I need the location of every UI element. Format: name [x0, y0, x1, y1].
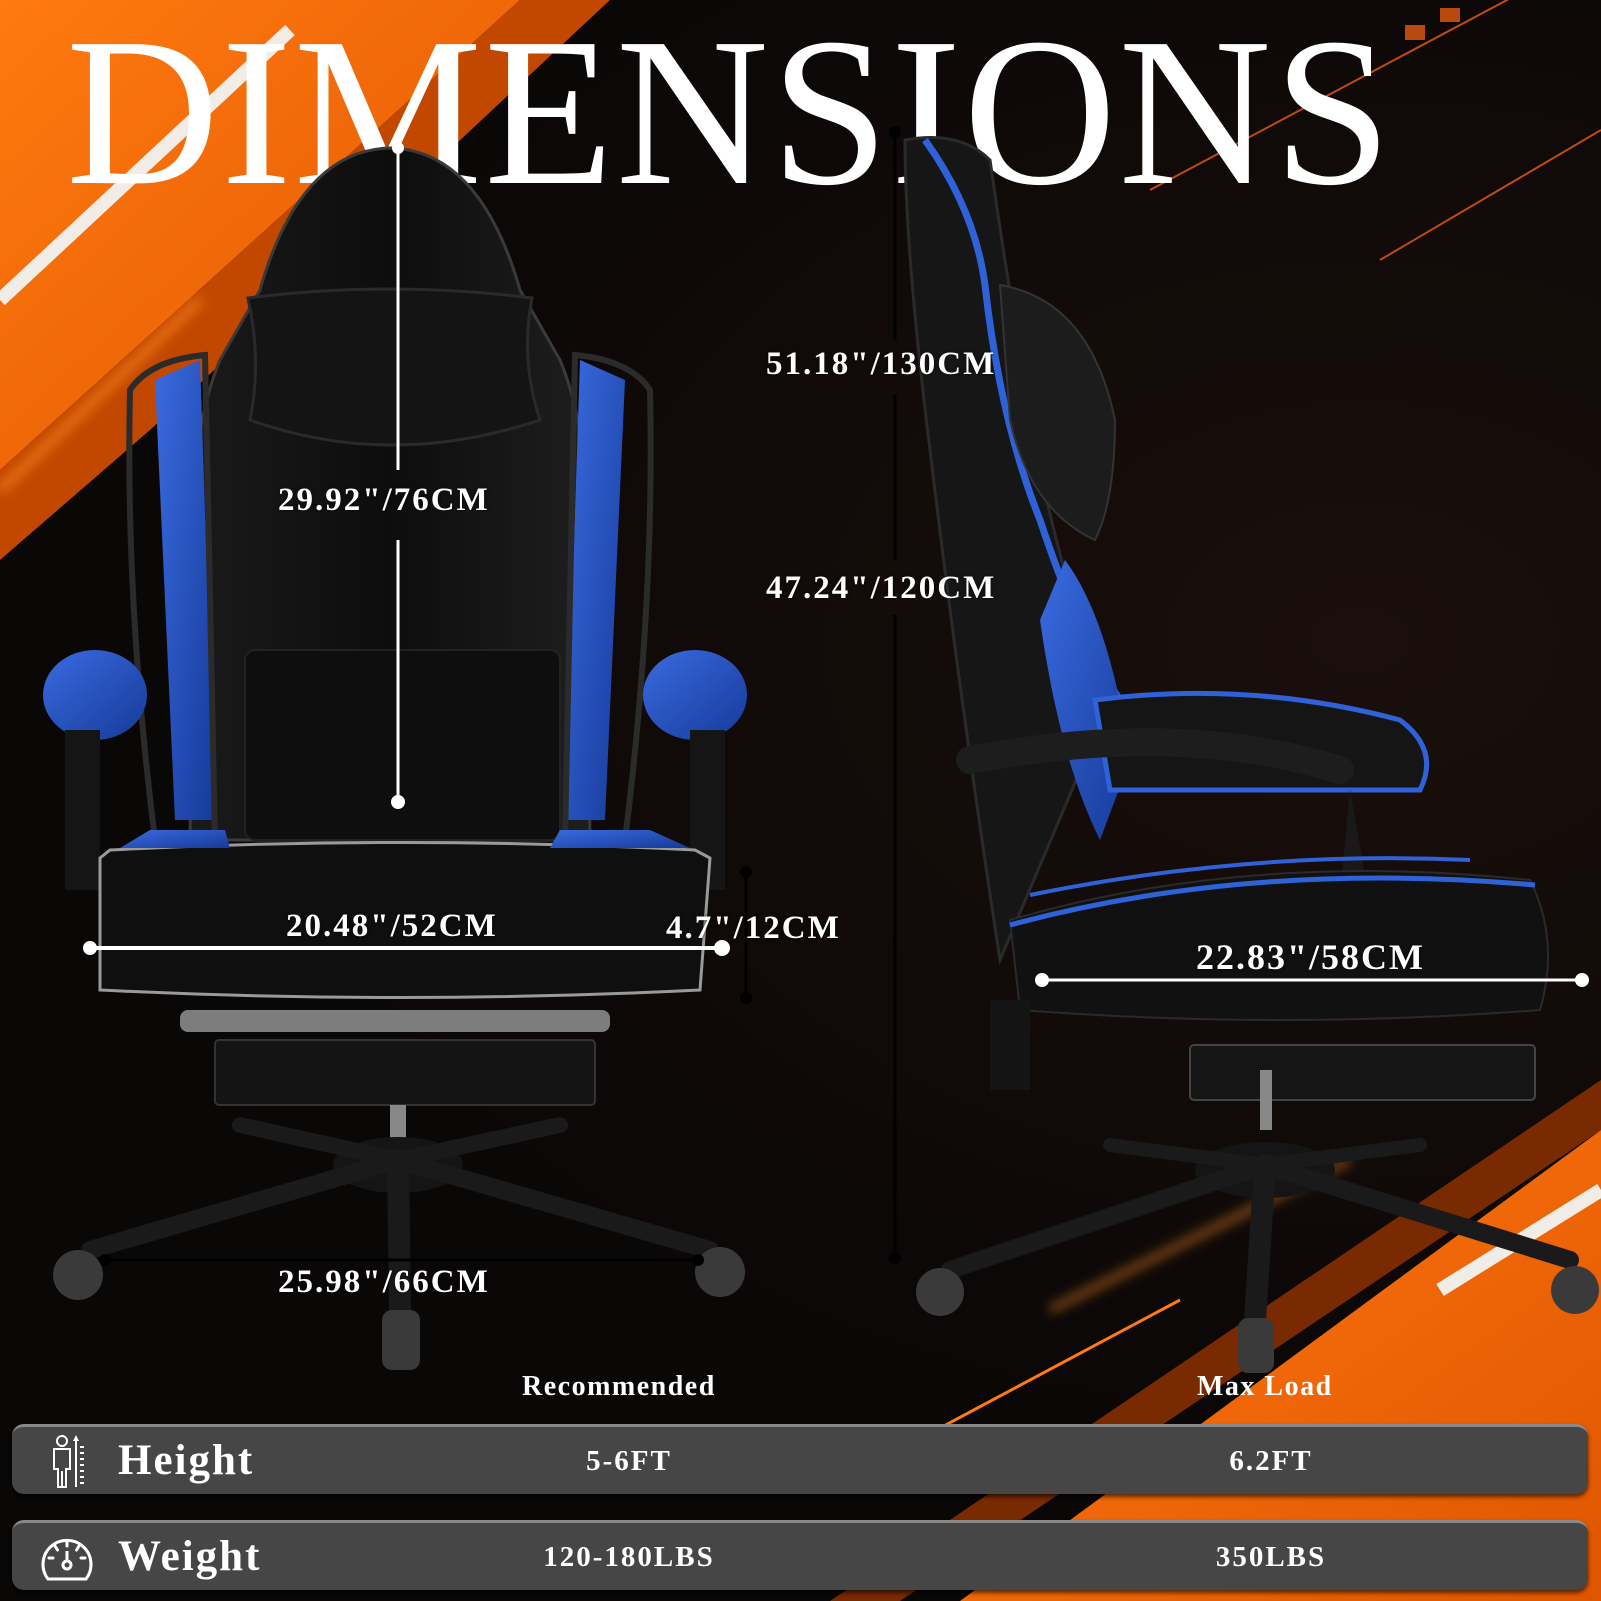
- spec-label-height: Height: [118, 1437, 255, 1484]
- thin-streak: [1149, 0, 1510, 191]
- measure-line-backrest-height: [391, 142, 405, 809]
- label-max-height: 51.18"/130CM: [766, 346, 997, 382]
- orange-tile: [1405, 25, 1425, 40]
- measure-line-seat-width: [83, 940, 730, 956]
- measure-line-base-width: [99, 1251, 704, 1269]
- label-base-width: 25.98"/66CM: [278, 1264, 490, 1300]
- glow-streak: [0, 297, 203, 493]
- label-seat-width: 20.48"/52CM: [286, 908, 498, 944]
- spec-label-weight: Weight: [118, 1533, 262, 1580]
- side-view-chair: [903, 136, 1599, 1373]
- measure-line-seat-depth: [1035, 973, 1589, 987]
- person-height-icon: [53, 1435, 84, 1488]
- spec-row-weight: Weight 120-180LBS 350LBS: [12, 1520, 1588, 1590]
- label-seat-depth: 22.83"/58CM: [1196, 937, 1425, 977]
- spec-row-height: Height 5-6FT 6.2FT: [12, 1424, 1588, 1494]
- page-title: DIMENSIONS: [66, 0, 1394, 229]
- orange-tile: [1440, 8, 1460, 22]
- measure-line-seat-thickness: [739, 866, 753, 1004]
- column-header-max-load: Max Load: [1197, 1371, 1333, 1402]
- spec-value-recommended-weight: 120-180LBS: [543, 1541, 715, 1573]
- thin-streak: [1379, 129, 1601, 261]
- front-view-chair: [43, 146, 747, 1370]
- column-header-recommended: Recommended: [522, 1371, 716, 1402]
- speedometer-icon: [41, 1538, 93, 1581]
- label-backrest-height: 29.92"/76CM: [278, 482, 490, 518]
- spec-value-recommended-height: 5-6FT: [586, 1445, 672, 1477]
- measure-line-overall-height: [887, 126, 903, 1264]
- white-streak: [0, 24, 295, 306]
- spec-value-max-weight: 350LBS: [1215, 1541, 1327, 1573]
- label-min-height: 47.24"/120CM: [766, 570, 997, 606]
- spec-value-max-height: 6.2FT: [1229, 1445, 1313, 1477]
- label-seat-thickness: 4.7"/12CM: [666, 910, 841, 946]
